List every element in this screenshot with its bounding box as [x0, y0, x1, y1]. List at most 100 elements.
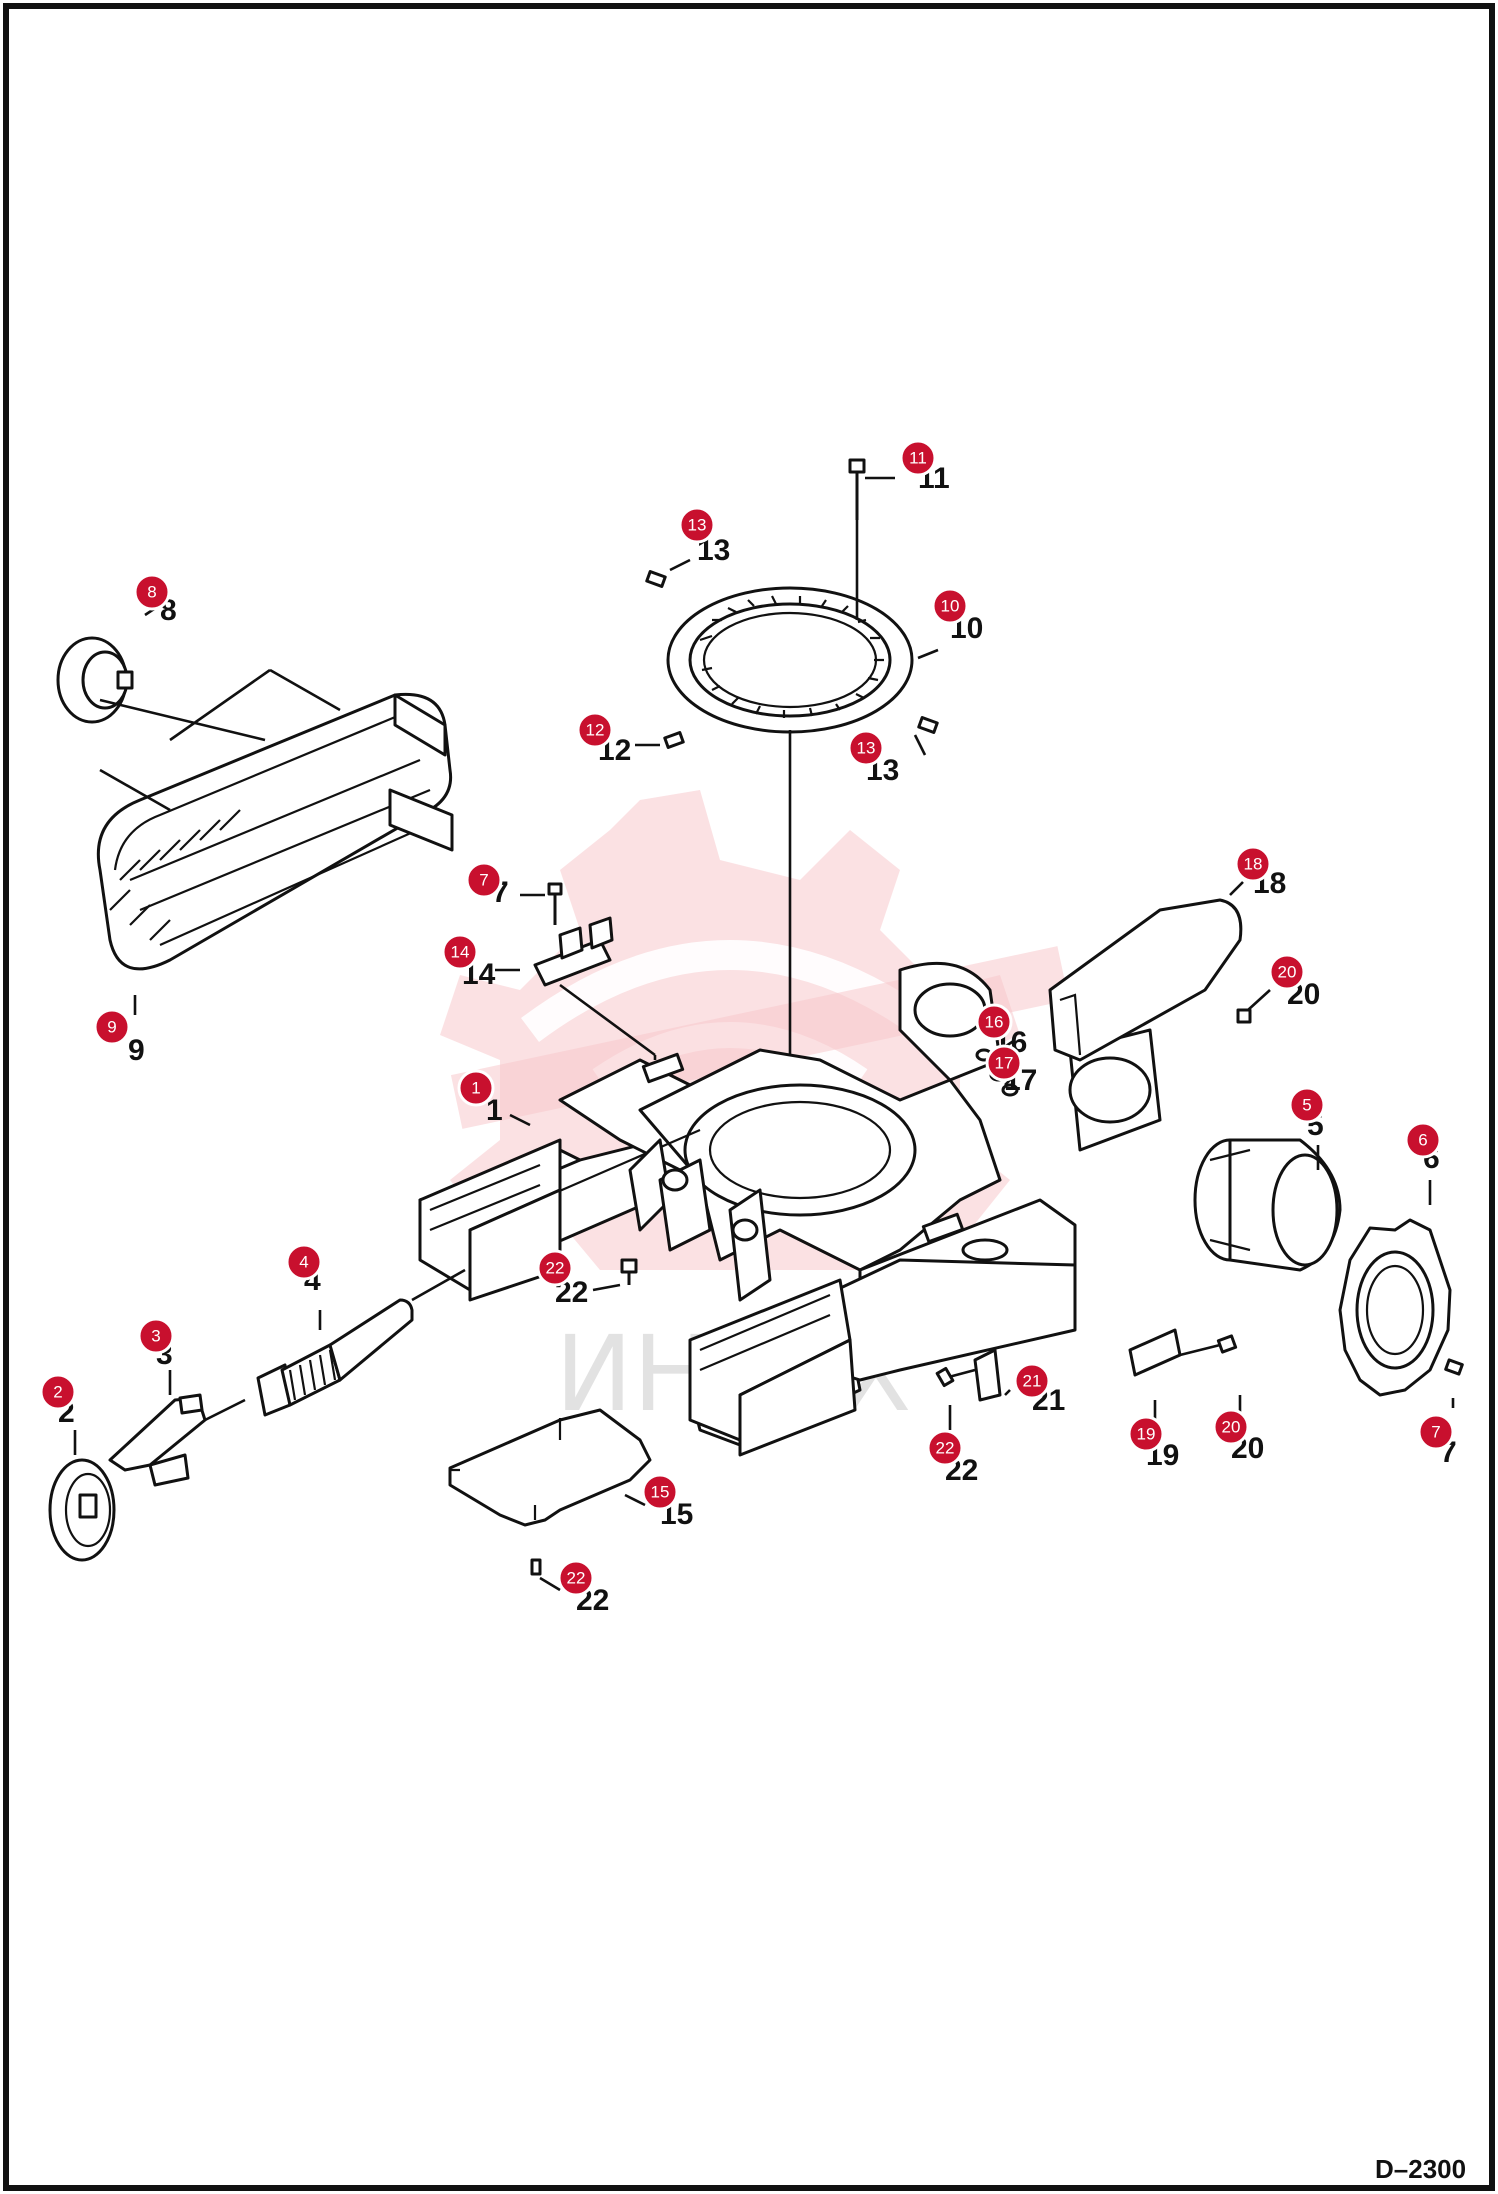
part-5-drive-motor — [1193, 1138, 1342, 1272]
callout-label: 15 — [651, 1483, 670, 1502]
callout-badge[interactable]: 4 — [285, 1243, 323, 1281]
callout-dot[interactable] — [926, 1429, 964, 1467]
callout-label: 8 — [147, 583, 156, 602]
callout-badge[interactable]: 16 — [975, 1003, 1013, 1041]
callout-label: 4 — [299, 1253, 308, 1272]
part-12-fastener — [663, 731, 685, 749]
part-4-tension-spring — [256, 1268, 466, 1417]
part-1-mount-lugs — [628, 1138, 772, 1302]
callout-dot[interactable] — [975, 1003, 1013, 1041]
callout-badge[interactable]: 2 — [39, 1373, 77, 1411]
callout-label: 22 — [546, 1259, 565, 1278]
callout-dot[interactable] — [985, 1044, 1023, 1082]
callout-dot[interactable] — [899, 439, 937, 477]
callout-label: 20 — [1278, 963, 1297, 982]
part-19-plate — [1128, 1328, 1221, 1377]
callout-badge[interactable]: 7 — [465, 861, 503, 899]
callout-label: 20 — [1222, 1418, 1241, 1437]
callout-dot[interactable] — [465, 861, 503, 899]
callout-dot[interactable] — [1288, 1086, 1326, 1124]
callout-badge[interactable]: 20 — [1212, 1408, 1250, 1446]
callout-badge[interactable]: 17 — [985, 1044, 1023, 1082]
callout-dot[interactable] — [93, 1008, 131, 1046]
callout-label: 16 — [985, 1013, 1004, 1032]
part-2-idler-wheel — [48, 1458, 116, 1562]
callout-dot[interactable] — [1127, 1415, 1165, 1453]
callout-badge[interactable]: 3 — [137, 1317, 175, 1355]
callout-badge[interactable]: 14 — [441, 933, 479, 971]
callout-badge[interactable]: 7 — [1417, 1413, 1455, 1451]
part-20-bolt-lower — [1216, 1334, 1238, 1354]
callout-dot[interactable] — [931, 587, 969, 625]
leader-lines — [73, 476, 1455, 1592]
callout-label: 22 — [567, 1569, 586, 1588]
callout-dot[interactable] — [1013, 1362, 1051, 1400]
callout-badge[interactable]: 11 — [899, 439, 937, 477]
callout-dot[interactable] — [678, 506, 716, 544]
part-13-fastener-lower — [917, 716, 939, 734]
callout-label: 18 — [1244, 855, 1263, 874]
callout-label: 12 — [586, 721, 605, 740]
callout-dot[interactable] — [1212, 1408, 1250, 1446]
callout-badge[interactable]: 8 — [133, 573, 171, 611]
callout-dot[interactable] — [137, 1317, 175, 1355]
part-10-slew-ring — [666, 586, 914, 1100]
drawing-code: D–2300 — [1375, 2154, 1466, 2184]
part-7-bolt-right — [1444, 1358, 1464, 1376]
callout-dot[interactable] — [1417, 1413, 1455, 1451]
part-9-track — [96, 668, 454, 971]
callout-badge[interactable]: 12 — [576, 711, 614, 749]
callout-badge[interactable]: 6 — [1404, 1121, 1442, 1159]
callout-dot[interactable] — [557, 1559, 595, 1597]
part-18-cover — [1048, 898, 1243, 1062]
callout-badge[interactable]: 20 — [1268, 953, 1306, 991]
callout-dot[interactable] — [576, 711, 614, 749]
callout-dot[interactable] — [1234, 845, 1272, 883]
callout-dot[interactable] — [536, 1249, 574, 1287]
callout-badge[interactable]: 21 — [1013, 1362, 1051, 1400]
callout-badge[interactable]: 13 — [678, 506, 716, 544]
callout-label: 22 — [936, 1439, 955, 1458]
callout-label: 10 — [941, 597, 960, 616]
callout-dot[interactable] — [441, 933, 479, 971]
callout-dot[interactable] — [847, 729, 885, 767]
callout-dot[interactable] — [133, 573, 171, 611]
part-22-bolt-lower — [935, 1366, 955, 1388]
callout-dot[interactable] — [1404, 1121, 1442, 1159]
part-7-bolt-upper — [547, 882, 563, 925]
callout-badge[interactable]: 22 — [536, 1249, 574, 1287]
callout-label: 11 — [909, 449, 927, 468]
callout-badge[interactable]: 22 — [926, 1429, 964, 1467]
callout-label: 1 — [471, 1079, 480, 1098]
callout-badge[interactable]: 18 — [1234, 845, 1272, 883]
callout-label: 6 — [1418, 1131, 1427, 1150]
callout-badge[interactable]: 5 — [1288, 1086, 1326, 1124]
part-15-under-cover — [448, 1408, 652, 1576]
callout-dot[interactable] — [641, 1473, 679, 1511]
callout-label: 5 — [1302, 1096, 1311, 1115]
callout-badge[interactable]: 10 — [931, 587, 969, 625]
callout-label: 21 — [1023, 1372, 1042, 1391]
part-number-label: 1 — [486, 1094, 503, 1127]
part-number-label: 9 — [128, 1034, 145, 1067]
part-11-bolt — [848, 458, 866, 620]
part-14-bracket — [533, 916, 657, 1060]
callout-dot[interactable] — [285, 1243, 323, 1281]
part-20-bolt-upper — [1236, 1008, 1252, 1024]
callout-dot[interactable] — [39, 1373, 77, 1411]
callout-badge[interactable]: 22 — [557, 1559, 595, 1597]
callout-badge[interactable]: 19 — [1127, 1415, 1165, 1453]
callout-label: 7 — [1431, 1423, 1440, 1442]
callout-label: 19 — [1137, 1425, 1156, 1444]
callout-layer: 1122334455667777889910101111121213131313… — [39, 439, 1457, 1617]
callout-badge[interactable]: 15 — [641, 1473, 679, 1511]
callout-label: 13 — [688, 516, 707, 535]
callout-dot[interactable] — [1268, 953, 1306, 991]
callout-label: 2 — [53, 1383, 62, 1402]
callout-label: 7 — [479, 871, 488, 890]
callout-badge[interactable]: 1 — [457, 1069, 495, 1107]
callout-badge[interactable]: 9 — [93, 1008, 131, 1046]
callout-badge[interactable]: 13 — [847, 729, 885, 767]
callout-dot[interactable] — [457, 1069, 495, 1107]
